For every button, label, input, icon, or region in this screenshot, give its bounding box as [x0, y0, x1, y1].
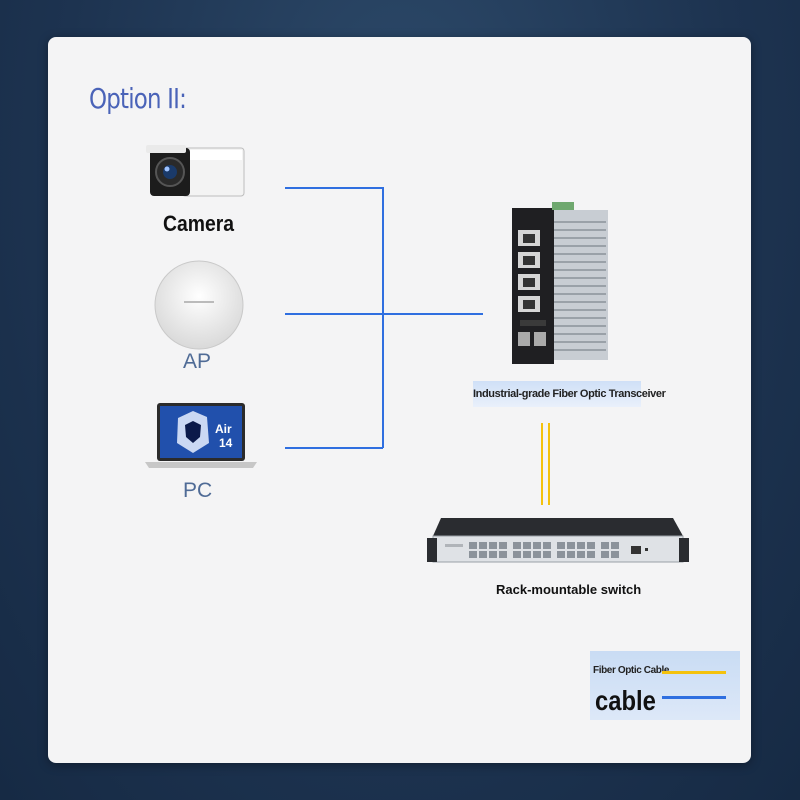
laptop-icon: Air 14	[143, 403, 259, 476]
camera-label: Camera	[163, 211, 235, 236]
camera-cable	[285, 187, 384, 448]
access-point-icon	[152, 258, 246, 357]
page-title: Option II:	[89, 82, 187, 115]
security-camera-icon	[140, 140, 250, 215]
legend-cable-label: cable	[595, 685, 656, 716]
fiber-cable	[541, 423, 550, 505]
legend-fiber-swatch	[662, 671, 726, 674]
pc-label: PC	[183, 479, 213, 502]
rack-switch-icon	[427, 514, 689, 575]
legend: Fiber Optic Cable cable	[590, 651, 740, 720]
screen-text-air: Air	[215, 422, 232, 436]
transceiver-label: Industrial-grade Fiber Optic Transceiver	[473, 381, 666, 407]
ap-label: AP	[183, 350, 212, 373]
legend-cable-swatch	[662, 696, 726, 699]
legend-fiber-label: Fiber Optic Cable	[593, 665, 669, 676]
screen-text-14: 14	[219, 436, 233, 450]
fiber-transceiver-icon	[508, 200, 610, 377]
ethernet-cables	[285, 187, 483, 449]
rack-switch-label: Rack-mountable switch	[496, 582, 642, 597]
